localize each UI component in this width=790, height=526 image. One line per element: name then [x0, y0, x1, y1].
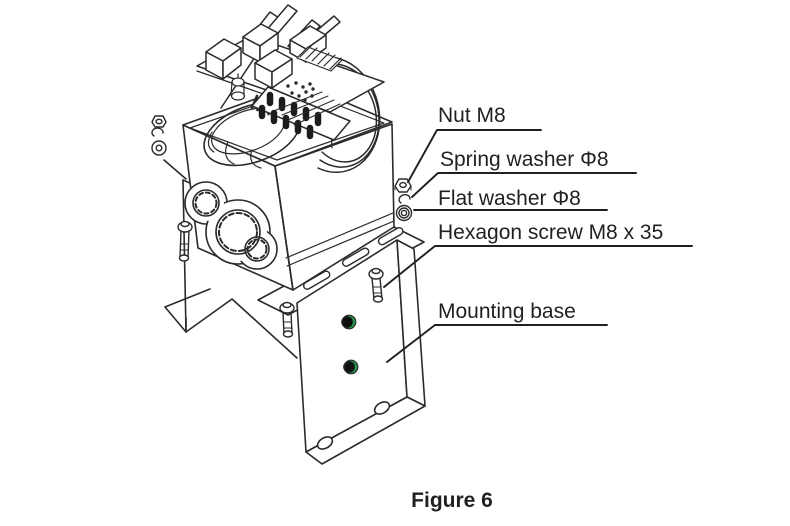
- solder-dots: [286, 81, 315, 105]
- fastener-stack-left: [151, 115, 187, 180]
- callout-nut: Nut M8: [438, 104, 506, 127]
- left-stack-leader: [163, 159, 187, 180]
- ribbon-connector: [296, 45, 343, 72]
- control-board: [196, 4, 385, 149]
- mounting-base-leader: [386, 324, 608, 363]
- gear-openings: [192, 189, 270, 262]
- motor-claw-marks: [207, 131, 262, 169]
- callouts: Nut M8 Spring washer Φ8 Flat washer Φ8 H…: [383, 104, 693, 363]
- callout-flat-washer: Flat washer Φ8: [438, 187, 581, 210]
- hexagon-screw-leader: [383, 245, 693, 288]
- flange-slots: [302, 226, 404, 290]
- terminal-wires: [275, 91, 341, 126]
- spring-washer-right: [398, 194, 411, 204]
- callout-hexagon-screw: Hexagon screw M8 x 35: [438, 221, 663, 244]
- spring-washer-left: [151, 127, 164, 137]
- hex-screw-left: [177, 220, 193, 262]
- terminal-strip: [251, 86, 351, 141]
- base-bottom-flange: [305, 396, 426, 465]
- terminals: [258, 91, 322, 140]
- base-face-hole-rim: [341, 314, 357, 330]
- bracket-foot: [164, 306, 187, 333]
- base-face-holes: [341, 315, 358, 374]
- callout-leaders: [383, 129, 693, 363]
- figure-caption: Figure 6: [411, 489, 493, 512]
- fastener-stack-right: [394, 178, 413, 222]
- gear-face-plate: [184, 181, 278, 270]
- capacitor: [230, 73, 246, 101]
- nut-leader: [407, 129, 542, 183]
- spring-washer-leader: [411, 172, 637, 198]
- hex-screws: [177, 220, 384, 338]
- bottom-flange-hole: [316, 436, 334, 450]
- hex-screw-right: [368, 267, 384, 303]
- bottom-flange-hole: [373, 401, 391, 415]
- callout-mounting-base: Mounting base: [438, 300, 576, 323]
- hex-screw-front: [279, 301, 295, 338]
- base-face-hole-rim: [343, 359, 359, 375]
- callout-spring-washer: Spring washer Φ8: [440, 148, 609, 171]
